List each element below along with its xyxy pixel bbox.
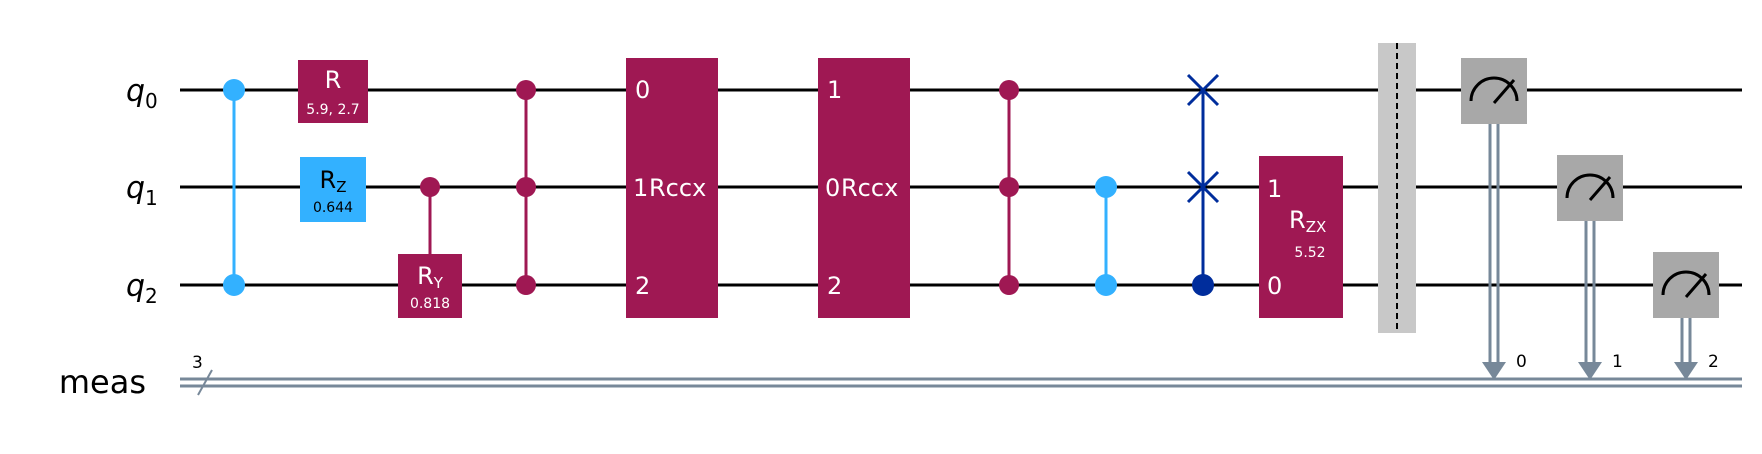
rccx-2-label-bottom: 2 [827, 272, 842, 300]
control-dot-icon [516, 275, 536, 295]
control-dot-icon [223, 79, 245, 101]
measure-bit-label: 0 [1516, 352, 1527, 372]
rz-gate-params: 0.644 [313, 200, 353, 216]
rccx-2-label-top: 1 [827, 76, 842, 104]
wire-label-q0: q0 [126, 74, 158, 113]
r-gate-name: R [325, 66, 342, 94]
control-dot-icon [516, 177, 536, 197]
wire-label-q1: q1 [126, 171, 158, 210]
rzx-gate-params: 5.52 [1294, 245, 1325, 261]
rccx-1-label-mid: 1 [633, 174, 648, 202]
swap-cross-icon [1186, 73, 1220, 107]
measure-arrow-icon [1578, 362, 1602, 380]
ry-gate-box [398, 254, 462, 318]
rz-gate: RZ 0.644 [300, 157, 366, 222]
cz-gate-q1-q2 [1095, 176, 1117, 296]
control-dot-icon [1095, 274, 1117, 296]
measure-arrow-icon [1674, 362, 1698, 380]
ry-gate-name: RY [417, 262, 444, 292]
meter-icon [1469, 76, 1519, 104]
ccz-gate-1 [516, 80, 536, 295]
meter-icon [1661, 270, 1711, 298]
rzx-label-bottom: 0 [1267, 272, 1282, 300]
rzx-gate-box [1259, 156, 1343, 318]
rccx-gate-2: 1 0 Rccx 2 [818, 58, 910, 318]
r-gate-box [298, 60, 368, 123]
register-slash [197, 369, 213, 396]
swap-cross-icon [1186, 170, 1220, 204]
measure-arrow-icon [1482, 362, 1506, 380]
ccz-gate-2 [999, 80, 1019, 295]
control-dot-icon [516, 80, 536, 100]
meter-icon [1565, 173, 1615, 201]
rz-gate-name: RZ [320, 166, 347, 196]
rz-gate-box [300, 157, 366, 222]
rccx-gate-2-box [818, 58, 910, 318]
control-dot-icon [999, 275, 1019, 295]
measure-q2: 2 [1653, 252, 1719, 380]
control-dot-icon [420, 177, 440, 197]
control-dot-icon [999, 80, 1019, 100]
r-gate-params: 5.9, 2.7 [306, 102, 359, 118]
control-dot-icon [223, 274, 245, 296]
cry-gate: RY 0.818 [398, 177, 462, 318]
barrier [1378, 43, 1416, 333]
rccx-1-name: Rccx [649, 174, 706, 202]
measure-q0: 0 [1461, 58, 1527, 380]
register-size: 3 [192, 353, 203, 373]
measure-box [1653, 252, 1719, 318]
rzx-gate-name: RZX [1289, 206, 1326, 236]
control-dot-icon [1095, 176, 1117, 198]
rzx-gate: 1 RZX 5.52 0 [1259, 156, 1343, 318]
wire-label-q2: q2 [126, 269, 158, 308]
rzx-label-top: 1 [1267, 175, 1282, 203]
rccx-1-label-top: 0 [635, 76, 650, 104]
rccx-1-label-bottom: 2 [635, 272, 650, 300]
control-dot-icon [999, 177, 1019, 197]
cz-gate-q0-q2 [223, 79, 245, 296]
cswap-gate [1186, 73, 1220, 296]
measure-q1: 1 [1557, 155, 1623, 380]
measure-box [1557, 155, 1623, 221]
measure-bit-label: 1 [1612, 352, 1623, 372]
rccx-2-name: Rccx [841, 174, 898, 202]
measure-bit-label: 2 [1708, 352, 1719, 372]
ry-gate-params: 0.818 [410, 296, 450, 312]
r-gate: R 5.9, 2.7 [298, 60, 368, 123]
classical-label: meas [59, 363, 146, 401]
rccx-gate-1: 0 1 Rccx 2 [626, 58, 718, 318]
control-dot-icon [1192, 274, 1214, 296]
rccx-2-label-mid: 0 [825, 174, 840, 202]
measure-box [1461, 58, 1527, 124]
rccx-gate-1-box [626, 58, 718, 318]
